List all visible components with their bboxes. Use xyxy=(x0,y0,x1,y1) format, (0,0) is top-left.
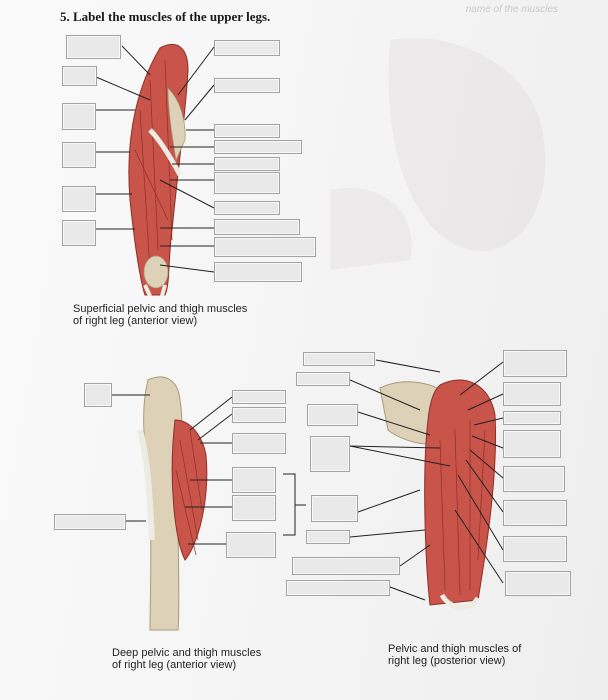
label-box-fig1-left-5[interactable] xyxy=(62,186,96,212)
label-box-fig3-right-3[interactable] xyxy=(503,411,561,425)
question-title: 5. Label the muscles of the upper legs. xyxy=(60,9,271,24)
label-box-fig2-right-2[interactable] xyxy=(232,407,286,423)
label-box-fig3-left-7[interactable] xyxy=(292,557,400,575)
label-box-fig1-right-9[interactable] xyxy=(214,237,316,257)
label-box-fig1-left-4[interactable] xyxy=(62,142,96,168)
label-box-fig3-left-3[interactable] xyxy=(307,404,358,426)
label-box-fig3-right-2[interactable] xyxy=(503,382,561,406)
label-box-fig1-right-10[interactable] xyxy=(214,262,302,282)
label-box-fig3-right-6[interactable] xyxy=(503,500,567,526)
label-box-fig1-right-7[interactable] xyxy=(214,201,280,215)
label-box-fig1-right-1[interactable] xyxy=(214,40,280,56)
figure-1-superficial-anterior-thigh xyxy=(128,44,189,297)
label-box-fig3-left-2[interactable] xyxy=(296,372,350,386)
bleedthrough-shadow xyxy=(330,38,546,270)
faint-bleedthrough-text: name of the muscles xyxy=(465,4,558,15)
label-box-fig3-left-8[interactable] xyxy=(286,580,390,596)
label-box-fig3-right-1[interactable] xyxy=(503,350,567,377)
figure-2-leader-lines xyxy=(112,394,306,545)
label-box-fig2-right-6[interactable] xyxy=(226,532,276,558)
label-box-fig3-right-5[interactable] xyxy=(503,466,565,492)
label-box-fig2-right-1[interactable] xyxy=(232,390,286,404)
figure-3-caption: Pelvic and thigh muscles of right leg (p… xyxy=(388,643,521,667)
label-box-fig1-left-2[interactable] xyxy=(62,66,97,86)
label-box-fig1-right-5[interactable] xyxy=(214,157,280,171)
label-box-fig1-left-6[interactable] xyxy=(62,220,96,246)
label-box-fig3-left-1[interactable] xyxy=(303,352,375,366)
figure-2-caption-line-1: Deep pelvic and thigh muscles xyxy=(112,647,262,659)
figure-1-leader-lines xyxy=(95,45,215,273)
label-box-fig2-left-1[interactable] xyxy=(84,383,112,407)
label-box-fig3-right-8[interactable] xyxy=(505,571,571,596)
label-box-fig1-right-3[interactable] xyxy=(214,124,280,138)
figure-3-caption-line-1: Pelvic and thigh muscles of xyxy=(388,643,522,655)
label-box-fig3-right-7[interactable] xyxy=(503,536,567,562)
label-box-fig1-right-8[interactable] xyxy=(214,219,300,235)
label-box-fig2-right-5[interactable] xyxy=(232,495,276,521)
figure-3-leader-lines xyxy=(349,359,504,601)
label-box-fig1-right-4[interactable] xyxy=(214,140,302,154)
label-box-fig3-left-4[interactable] xyxy=(310,436,350,472)
figure-2-deep-anterior-thigh xyxy=(137,376,208,631)
label-box-fig2-right-3[interactable] xyxy=(232,433,286,454)
label-box-fig2-right-4[interactable] xyxy=(232,467,276,493)
label-box-fig2-left-2[interactable] xyxy=(54,514,126,530)
label-box-fig1-right-6[interactable] xyxy=(214,172,280,194)
figure-1-caption-line-2: of right leg (anterior view) xyxy=(73,315,198,327)
label-box-fig3-left-6[interactable] xyxy=(306,530,350,544)
label-box-fig1-left-1[interactable] xyxy=(66,35,121,59)
figure-2-caption: Deep pelvic and thigh muscles of right l… xyxy=(112,647,261,671)
figure-1-caption-line-1: Superficial pelvic and thigh muscles xyxy=(73,303,248,315)
label-box-fig3-left-5[interactable] xyxy=(311,495,358,522)
label-box-fig1-right-2[interactable] xyxy=(214,78,280,93)
figure-3-caption-line-2: right leg (posterior view) xyxy=(388,655,506,667)
figure-3-posterior-thigh xyxy=(379,379,497,610)
figure-1-caption: Superficial pelvic and thigh muscles of … xyxy=(73,303,247,327)
label-box-fig1-left-3[interactable] xyxy=(62,103,96,130)
label-box-fig3-right-4[interactable] xyxy=(503,430,561,458)
figure-2-caption-line-2: of right leg (anterior view) xyxy=(112,659,237,671)
